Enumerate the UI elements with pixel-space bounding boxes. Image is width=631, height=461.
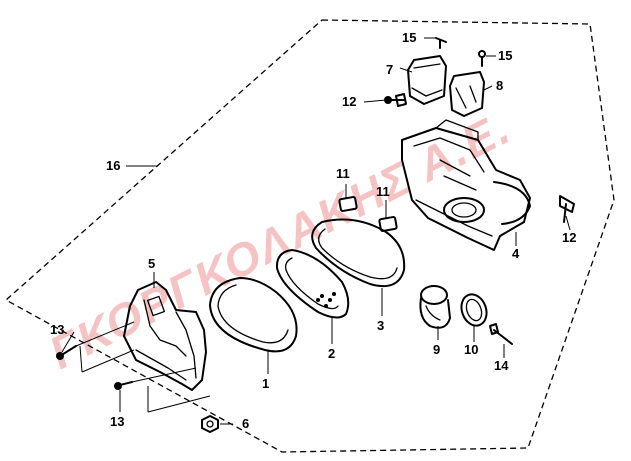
- watermark-text: ΓΚΟΡΓΚΟΛΑΚΗΣ Α.Ε.: [41, 101, 519, 379]
- part-12-screw-left: [384, 93, 407, 107]
- part-13-screw-upper: [56, 345, 77, 360]
- part-3-gasket: [311, 218, 406, 288]
- part-2-filter-frame: [275, 249, 350, 319]
- callout-16: 16: [106, 158, 120, 173]
- callout-4: 4: [512, 246, 520, 261]
- callout-12-left: 12: [342, 94, 356, 109]
- callout-5: 5: [148, 256, 155, 271]
- part-7-cover-piece: [407, 55, 447, 105]
- callout-1: 1: [262, 376, 269, 391]
- callout-13-lower: 13: [110, 414, 124, 429]
- callout-14: 14: [494, 358, 509, 373]
- part-15-screw-left: [435, 37, 447, 49]
- callout-7: 7: [386, 62, 393, 77]
- part-4-air-cleaner-case: [401, 119, 531, 251]
- part-9-connecting-tube: [419, 285, 451, 329]
- callout-9: 9: [433, 342, 440, 357]
- callout-6: 6: [242, 416, 249, 431]
- callout-2: 2: [328, 346, 335, 361]
- part-13-screw-lower: [114, 381, 133, 390]
- callout-13-upper: 13: [50, 322, 64, 337]
- callout-11-lower: 11: [376, 184, 390, 199]
- part-11-grommet-upper: [338, 196, 358, 212]
- callout-11-upper: 11: [336, 166, 350, 181]
- part-15-screw-right: [478, 50, 486, 67]
- callout-12-right: 12: [562, 230, 576, 245]
- callout-15-left: 15: [402, 30, 416, 45]
- callout-8: 8: [496, 78, 503, 93]
- part-1-filter-element: [209, 277, 298, 353]
- callout-3: 3: [377, 318, 384, 333]
- part-6-nut: [201, 415, 219, 433]
- watermark: ΓΚΟΡΓΚΟΛΑΚΗΣ Α.Ε.: [41, 101, 519, 379]
- callout-labels: 1 2 3 4 5 6 7 8 9 10 11 11 12 12 13 13 1…: [50, 30, 576, 431]
- part-5-filter-cover: [123, 281, 207, 391]
- part-10-clamp: [460, 293, 488, 327]
- part-8-cover-piece: [449, 71, 485, 117]
- part-12-screw-right: [559, 195, 575, 223]
- leader-lines: [61, 37, 571, 425]
- part-14-bolt: [489, 323, 513, 345]
- callout-15-right: 15: [498, 48, 512, 63]
- assembly-lines: [75, 321, 211, 413]
- part-11-grommet-lower: [378, 216, 398, 232]
- callout-10: 10: [464, 342, 478, 357]
